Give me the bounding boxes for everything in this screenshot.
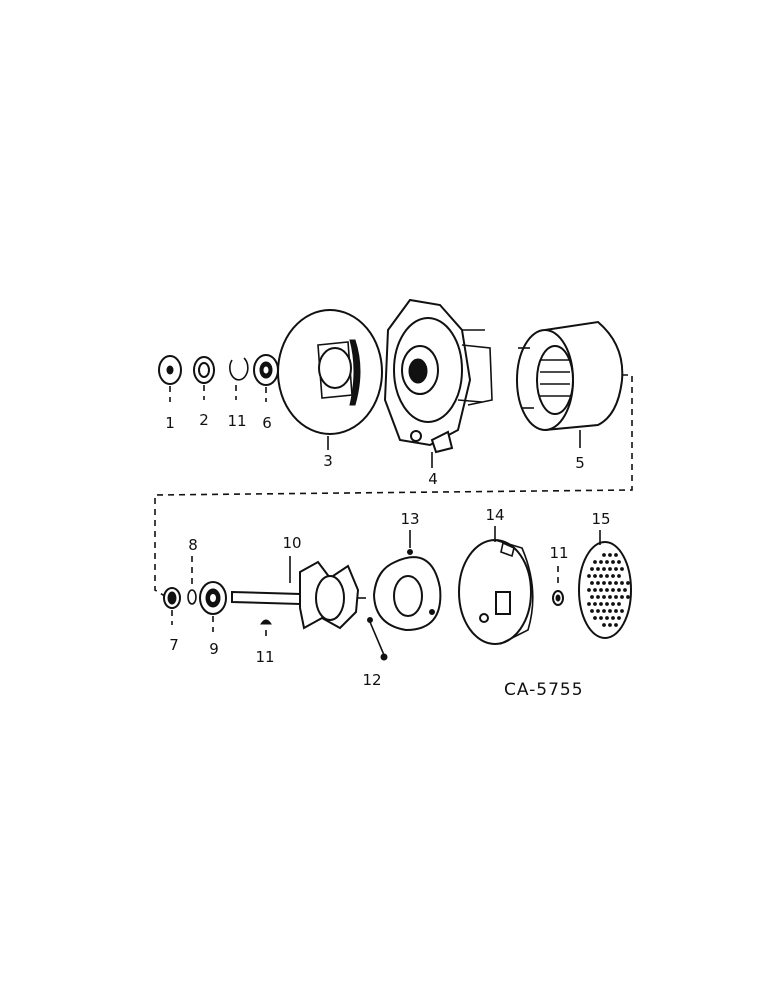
part-2-collar — [193, 356, 215, 384]
label-part-11-nut: 11 — [549, 544, 568, 562]
part-4-drive-end-frame — [383, 298, 493, 454]
label-part-5: 5 — [575, 454, 585, 472]
part-3-plate — [277, 309, 383, 435]
label-part-10: 10 — [282, 534, 301, 552]
part-9-bearing — [199, 581, 227, 615]
part-13-plate — [372, 549, 442, 632]
part-14-end-cover — [458, 539, 534, 645]
label-part-4: 4 — [428, 470, 438, 488]
part-11-snap-ring — [229, 357, 249, 381]
label-part-14: 14 — [485, 506, 504, 524]
part-12-screws — [367, 617, 388, 661]
label-part-7: 7 — [169, 636, 179, 654]
drawing-code: CA-5755 — [504, 680, 584, 700]
part-1-washer — [158, 355, 182, 385]
label-part-11-top: 11 — [227, 412, 246, 430]
label-part-3: 3 — [323, 452, 333, 470]
part-7-bearing — [163, 587, 181, 609]
label-part-8: 8 — [188, 536, 198, 554]
label-part-9: 9 — [209, 640, 219, 658]
part-6-bearing — [253, 354, 279, 386]
part-10-rotor — [231, 560, 366, 630]
part-11-key — [260, 619, 272, 625]
assembly-path-line — [154, 374, 633, 599]
label-part-2: 2 — [199, 411, 209, 429]
label-part-11-key: 11 — [255, 648, 274, 666]
label-part-12: 12 — [362, 671, 381, 689]
label-part-13: 13 — [400, 510, 419, 528]
part-15-screen — [578, 541, 632, 639]
label-part-6: 6 — [262, 414, 272, 432]
label-part-15: 15 — [591, 510, 610, 528]
part-11-nut — [552, 590, 564, 606]
part-5-stator — [516, 320, 624, 431]
part-8-o-ring — [187, 589, 197, 605]
label-part-1: 1 — [165, 414, 175, 432]
